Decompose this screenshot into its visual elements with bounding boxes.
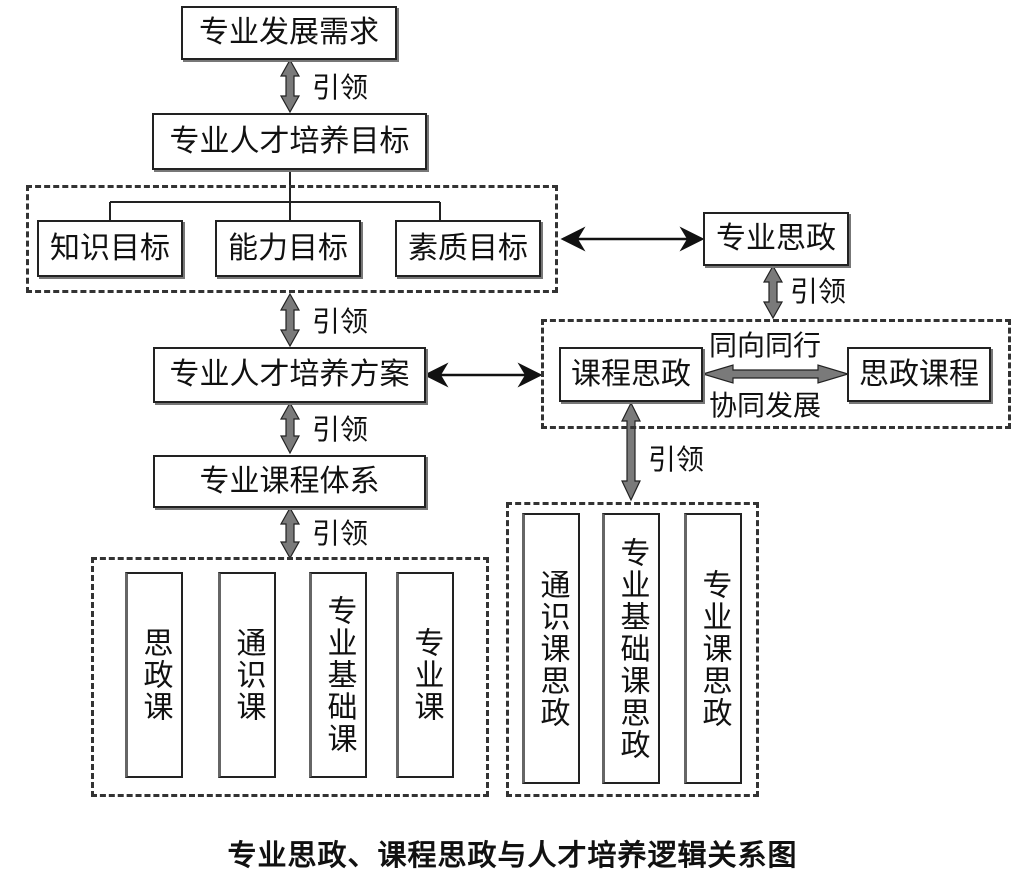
lead-arrow-targets-plan	[279, 292, 301, 348]
lead-label-2: 引领	[312, 305, 369, 338]
course-type-3: 专业基础课	[309, 572, 367, 778]
course-ideology-type-2: 专业基础课思政	[602, 513, 660, 784]
node-major-ideology: 专业思政	[703, 212, 849, 266]
lead-label-4: 引领	[312, 517, 369, 550]
course-ideology-type-label: 专业课思政	[696, 568, 732, 729]
course-ideology-type-3: 专业课思政	[684, 513, 742, 784]
course-type-2: 通识课	[218, 572, 276, 778]
node-goal: 专业人才培养目标	[152, 113, 427, 170]
node-ideology-course: 思政课程	[847, 347, 991, 402]
lead-arrow-major-course-ideology	[762, 264, 784, 320]
lead-arrow-curriculum-courses	[279, 506, 301, 560]
node-knowledge: 知识目标	[37, 220, 183, 277]
course-type-1: 思政课	[125, 572, 183, 778]
course-type-label: 思政课	[137, 627, 173, 723]
lead-arrow-course-ideology-types	[621, 401, 641, 502]
course-type-label: 通识课	[230, 627, 266, 723]
course-types-group	[91, 557, 489, 797]
goal-tree-connector	[109, 170, 441, 220]
figure-caption: 专业思政、课程思政与人才培养逻辑关系图	[227, 838, 798, 872]
node-demand: 专业发展需求	[181, 6, 397, 60]
course-ideology-type-1: 通识课思政	[522, 513, 580, 784]
node-quality: 素质目标	[395, 220, 541, 277]
lead-label-major: 引领	[790, 275, 847, 308]
node-curriculum: 专业课程体系	[153, 455, 426, 508]
course-type-4: 专业课	[396, 572, 454, 778]
course-ideology-group	[541, 319, 1011, 429]
course-ideology-types-group	[506, 502, 759, 797]
lead-label-3: 引领	[312, 413, 369, 446]
same-direction-label: 同向同行	[709, 329, 822, 362]
course-type-label: 专业基础课	[321, 595, 357, 755]
course-ideology-type-label: 专业基础课思政	[614, 536, 650, 761]
targets-group	[26, 185, 558, 293]
node-course-ideology: 课程思政	[559, 347, 703, 402]
lead-arrow-plan-curriculum	[279, 401, 301, 455]
course-type-label: 专业课	[408, 627, 444, 723]
lead-label-1: 引领	[312, 71, 369, 104]
node-ability: 能力目标	[215, 220, 361, 277]
node-plan: 专业人才培养方案	[153, 347, 426, 403]
lead-label-course-ideology: 引领	[648, 443, 705, 476]
synergy-label: 协同发展	[709, 389, 822, 422]
course-ideology-type-label: 通识课思政	[534, 568, 570, 729]
lead-arrow-demand-goal	[279, 58, 301, 114]
